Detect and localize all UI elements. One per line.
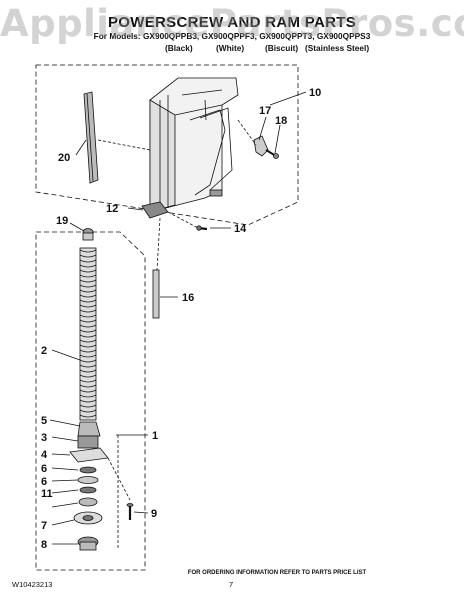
callout-6a: 6	[41, 463, 47, 475]
sprocket-part	[73, 511, 103, 525]
ram-part	[149, 77, 239, 213]
thread-line	[79, 349, 97, 353]
lower-assembly-outline	[35, 231, 146, 571]
thread-line	[79, 284, 97, 288]
page-title: POWERSCREW AND RAM PARTS	[107, 14, 357, 31]
callout-16: 16	[182, 292, 194, 304]
thread-line	[79, 399, 97, 403]
coupling-part	[77, 421, 101, 437]
callout-2: 2	[41, 345, 47, 357]
thread-line	[79, 304, 97, 308]
callout-20: 20	[58, 152, 70, 164]
page-number: 7	[229, 580, 234, 589]
watermark: AppliancePartsPros.com	[0, 2, 464, 45]
color-black: (Black)	[165, 43, 193, 53]
callout-11: 10	[309, 87, 321, 99]
upper-assembly-outline	[35, 64, 299, 226]
callout-10: 9	[151, 508, 157, 520]
thread-line	[79, 334, 97, 338]
thread-line	[79, 264, 97, 268]
thread-line	[79, 249, 97, 253]
callout-1: 1	[152, 430, 158, 442]
thread-line	[79, 299, 97, 303]
powerscrew-part	[79, 247, 97, 421]
callout-5: 5	[41, 415, 47, 427]
callout-8: 8	[41, 539, 47, 551]
callout-14: 14	[234, 223, 247, 235]
models-line: For Models: GX900QPPB3, GX900QPPF3, GX90…	[93, 31, 371, 41]
thread-line	[79, 369, 97, 373]
thread-line	[79, 274, 97, 278]
callout-6b: 6	[41, 476, 47, 488]
thread-line	[79, 319, 97, 323]
ordering-note: FOR ORDERING INFORMATION REFER TO PARTS …	[187, 570, 367, 576]
thread-line	[79, 269, 97, 273]
thread-line	[79, 394, 97, 398]
screw-14	[196, 225, 208, 231]
pin-part	[152, 269, 160, 319]
thread-line	[79, 324, 97, 328]
color-biscuit: (Biscuit)	[265, 43, 299, 53]
screw-18	[265, 149, 279, 159]
thread-line	[79, 404, 97, 408]
callout-17: 17	[259, 105, 271, 117]
thread-line	[79, 354, 97, 358]
document-number: W10423213	[12, 580, 53, 589]
callout-9: 11	[41, 488, 53, 500]
thread-line	[79, 379, 97, 383]
strip-part	[83, 91, 99, 184]
callout-12: 12	[106, 203, 118, 215]
thread-line	[79, 374, 97, 378]
callout-3: 3	[41, 432, 47, 444]
thread-line	[79, 254, 97, 258]
screw-10	[126, 503, 134, 520]
thread-line	[79, 289, 97, 293]
thread-line	[79, 259, 97, 263]
thread-line	[79, 344, 97, 348]
thread-line	[79, 294, 97, 298]
thread-line	[79, 279, 97, 283]
thread-line	[79, 339, 97, 343]
thread-line	[79, 329, 97, 333]
bracket-part	[253, 135, 269, 157]
color-stainless: (Stainless Steel)	[305, 43, 370, 53]
thread-line	[79, 314, 97, 318]
thread-line	[79, 309, 97, 313]
callout-7: 7	[41, 520, 47, 532]
color-white: (White)	[216, 43, 245, 53]
callout-4: 4	[41, 449, 48, 461]
thread-line	[79, 384, 97, 388]
thread-line	[79, 364, 97, 368]
callout-19: 19	[56, 215, 68, 227]
thread-line	[79, 359, 97, 363]
callout-18: 18	[275, 115, 287, 127]
thread-line	[79, 409, 97, 413]
thread-line	[79, 414, 97, 418]
flange-part	[69, 447, 109, 463]
thread-line	[79, 389, 97, 393]
nut-part	[77, 536, 99, 551]
